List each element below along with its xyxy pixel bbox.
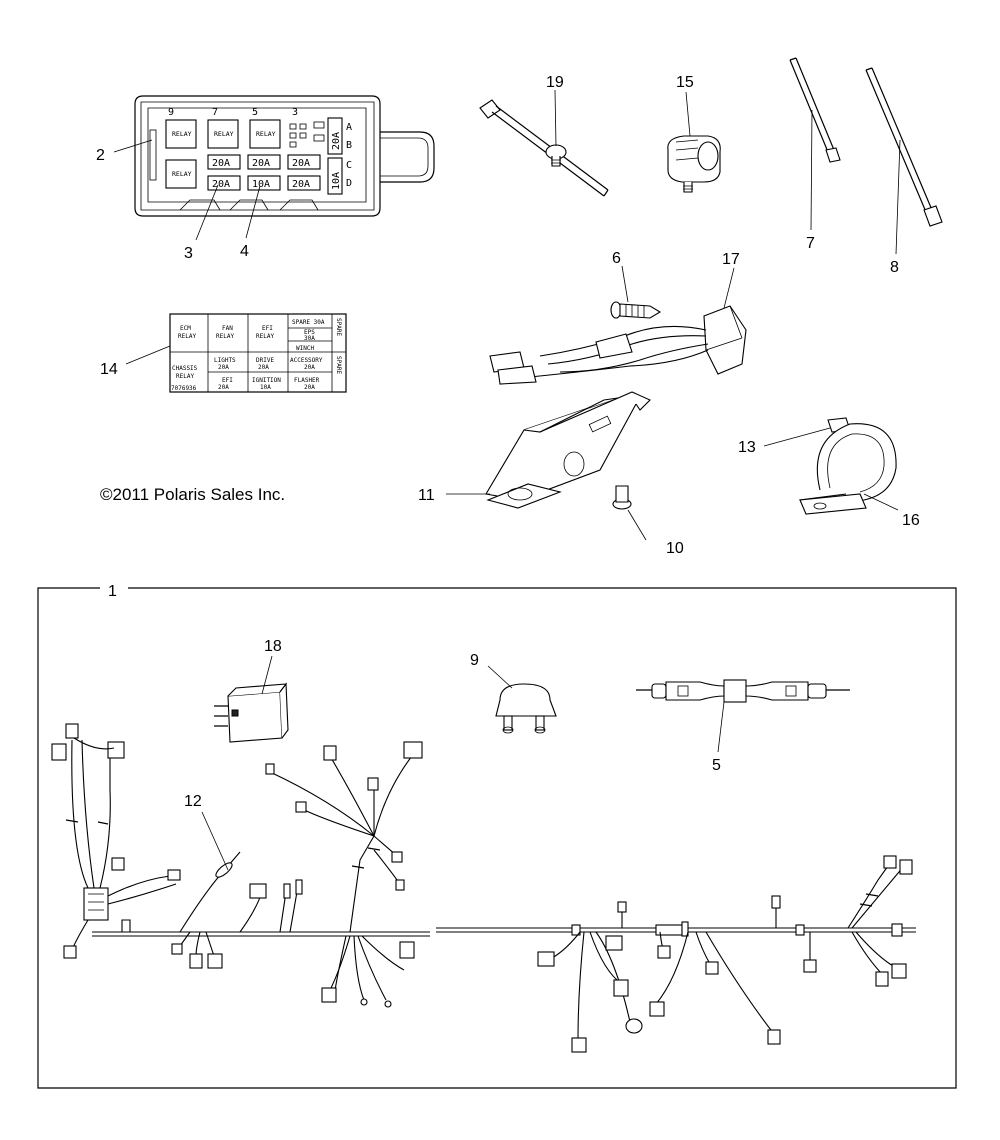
push-rivet (612, 485, 632, 510)
copyright-text: ©2011 Polaris Sales Inc. (100, 485, 285, 504)
callout-14: 14 (100, 361, 118, 378)
decal-accessory-20a: 20A (304, 364, 315, 371)
cable-tie-push-mount (479, 99, 609, 197)
pin-letter-a: A (346, 122, 352, 133)
pin-letter-b: B (346, 140, 352, 151)
side-fuse-top: 20A (331, 132, 342, 150)
harness-bundle-center (265, 741, 423, 933)
tie-strap-large (865, 67, 943, 227)
harness-bundle-lower (321, 935, 415, 1008)
decal-efi: EFI (262, 325, 273, 332)
fuse-label-r2c1: 20A (212, 179, 230, 190)
pin-number-3: 3 (292, 107, 298, 118)
fuse-label-r1c3: 20A (292, 158, 310, 169)
pin-number-5: 5 (252, 107, 258, 118)
decal-lights: LIGHTS (214, 357, 236, 364)
decal-drive-20a: 20A (258, 364, 269, 371)
callout-6: 6 (612, 250, 621, 267)
callout-2: 2 (96, 147, 105, 164)
fuse-label-r1c1: 20A (212, 158, 230, 169)
relay-label-1: RELAY (172, 130, 192, 138)
decal-winch: WINCH (296, 345, 314, 352)
decal-fan-relay: RELAY (216, 333, 234, 340)
decal-efi-20a: 20A (218, 384, 229, 391)
decal-ignition-10a: 10A (260, 384, 271, 391)
relay-label-4: RELAY (172, 170, 192, 178)
decal-accessory: ACCESSORY (290, 357, 323, 364)
screw (610, 301, 662, 319)
decal-chassis: CHASSIS (172, 365, 198, 372)
p-clamp (799, 423, 897, 515)
decal-spare-a: SPARE (335, 318, 342, 336)
decal-drive: DRIVE (256, 357, 274, 364)
callout-18: 18 (264, 638, 282, 655)
decal-spare-b: SPARE (335, 356, 342, 374)
pin-number-9: 9 (168, 107, 174, 118)
callout-7: 7 (806, 235, 815, 252)
circuit-breaker (495, 683, 557, 734)
callout-8: 8 (890, 259, 899, 276)
decal-ecm-relay: RELAY (178, 333, 196, 340)
main-harness-right (436, 855, 916, 1053)
pin-letter-c: C (346, 160, 352, 171)
side-fuse-bottom: 10A (331, 172, 342, 190)
callout-1: 1 (108, 583, 117, 600)
pin-number-7: 7 (212, 107, 218, 118)
relay-label-2: RELAY (214, 130, 234, 138)
kit-frame (37, 587, 957, 1089)
edge-clip (667, 135, 721, 193)
relay-slot-2 (207, 119, 239, 149)
fuse-decal: ECM RELAY FAN RELAY EFI RELAY SPARE 30A … (169, 313, 347, 393)
bracket (485, 391, 651, 509)
decal-flasher: FLASHER (294, 377, 320, 384)
fuse-label-r2c2: 10A (252, 179, 270, 190)
callout-16: 16 (902, 512, 920, 529)
callout-11: 11 (418, 487, 435, 504)
decal-chassis-relay: RELAY (176, 373, 194, 380)
fuse-box: RELAY RELAY RELAY RELAY 9 7 5 3 20A 20A … (134, 95, 435, 217)
decal-flasher-20a: 20A (304, 384, 315, 391)
relay-slot-4 (165, 159, 197, 189)
callout-13: 13 (738, 439, 756, 456)
main-harness-left (51, 723, 430, 969)
callout-5: 5 (712, 757, 721, 774)
callout-10: 10 (666, 540, 684, 557)
decal-efi-relay: RELAY (256, 333, 274, 340)
jumper-harness (489, 305, 747, 385)
decal-lights-20a: 20A (218, 364, 229, 371)
decal-efi-fuse: EFI (222, 377, 233, 384)
decal-eps: EPS (304, 329, 315, 336)
decal-spare-30a: SPARE 30A (292, 319, 325, 326)
decal-ignition: IGNITION (252, 377, 281, 384)
relay-slot-1 (165, 119, 197, 149)
callout-17: 17 (722, 251, 740, 268)
fuse-label-r1c2: 20A (252, 158, 270, 169)
callout-9: 9 (470, 652, 479, 669)
relay-label-3: RELAY (256, 130, 276, 138)
callout-12: 12 (184, 793, 202, 810)
relay (214, 682, 289, 743)
pin-letter-d: D (346, 178, 352, 189)
callout-3: 3 (184, 245, 193, 262)
callout-15: 15 (676, 74, 694, 91)
decal-eps-30a: 30A (304, 335, 315, 342)
tie-strap-small (789, 57, 841, 163)
decal-part-number: 7076936 (171, 385, 197, 392)
decal-fan: FAN (222, 325, 233, 332)
decal-ecm: ECM (180, 325, 191, 332)
callout-4: 4 (240, 243, 249, 260)
relay-slot-3 (249, 119, 281, 149)
fuse-label-r2c3: 20A (292, 179, 310, 190)
callout-19: 19 (546, 74, 564, 91)
inline-fuse-holder (636, 679, 850, 703)
